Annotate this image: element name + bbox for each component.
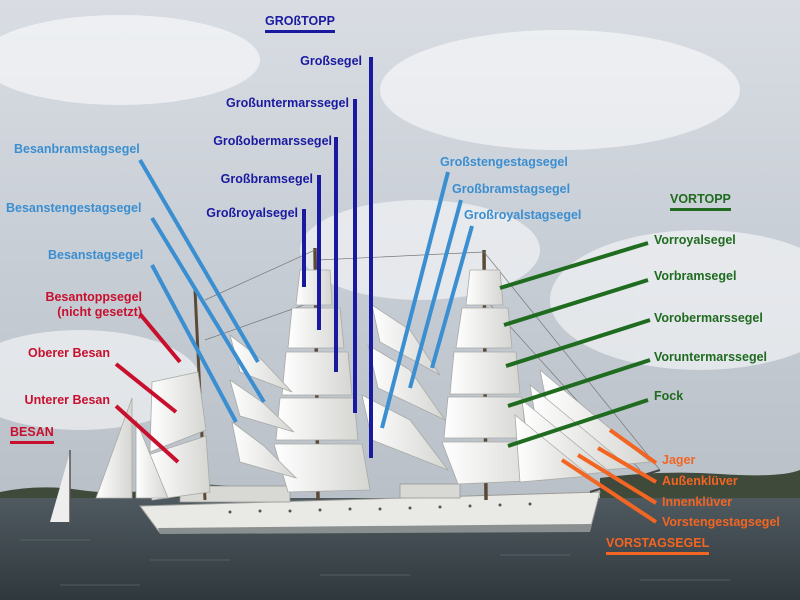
sea-waves bbox=[20, 539, 730, 586]
label-grossobermarssegel: Großobermarssegel bbox=[213, 134, 332, 148]
pointer-besanstengestagsegel bbox=[150, 216, 266, 404]
pointer-vorroyalsegel bbox=[499, 241, 649, 290]
label-grossroyalstagsegel: Großroyalstagsegel bbox=[464, 208, 582, 222]
label-aussenkluever: Außenklüver bbox=[662, 474, 738, 488]
background-sailboat bbox=[50, 450, 71, 525]
pointer-aussenkluever bbox=[596, 446, 658, 484]
label-vorstengestagsegel: Vorstengestagsegel bbox=[662, 515, 780, 529]
pointer-jager bbox=[608, 428, 658, 465]
label-grosssegel: Großsegel bbox=[300, 54, 362, 68]
pointer-fock bbox=[507, 398, 649, 448]
pointer-lines bbox=[114, 57, 658, 524]
label-unterer-besan: Unterer Besan bbox=[24, 393, 110, 407]
label-innenkluever: Innenklüver bbox=[662, 495, 733, 509]
header-besan: BESAN bbox=[10, 425, 54, 444]
label-grossuntermarssegel: Großuntermarssegel bbox=[226, 96, 349, 110]
pointer-grossroyalstagsegel bbox=[430, 225, 474, 369]
pointer-besantoppsegel bbox=[138, 312, 182, 364]
pointer-grossbramstagsegel bbox=[408, 199, 463, 389]
pointer-vorbramsegel bbox=[503, 278, 649, 327]
pointer-unterer-besan bbox=[114, 404, 180, 464]
header-grosstopp: GROßTOPP bbox=[265, 14, 335, 33]
label-besanstengestagsegel: Besanstengestagsegel bbox=[6, 201, 142, 215]
hull-waterline bbox=[158, 524, 592, 534]
label-grossroyalsegel: Großroyalsegel bbox=[206, 206, 298, 220]
pointer-vorobermarssegel bbox=[505, 318, 651, 368]
pointer-besanstagsegel bbox=[150, 264, 238, 423]
label-oberer-besan: Oberer Besan bbox=[28, 346, 110, 360]
label-vorbramsegel: Vorbramsegel bbox=[654, 269, 737, 283]
header-vortopp: VORTOPP bbox=[670, 192, 731, 211]
label-jager: Jager bbox=[662, 453, 696, 467]
pointer-innenkluever bbox=[576, 453, 658, 505]
label-nicht-gesetzt: (nicht gesetzt) bbox=[57, 305, 142, 319]
pointer-oberer-besan bbox=[114, 362, 178, 414]
label-grossbramsegel: Großbramsegel bbox=[220, 172, 313, 186]
label-besanbramstagsegel: Besanbramstagsegel bbox=[14, 142, 140, 156]
pointer-besanbramstagsegel bbox=[138, 158, 260, 364]
label-grossstengestagsegel: Großstengestagsegel bbox=[440, 155, 568, 169]
label-vorroyalsegel: Vorroyalsegel bbox=[654, 233, 736, 247]
pointer-grossstengestagsegel bbox=[380, 171, 450, 429]
label-grossbramstagsegel: Großbramstagsegel bbox=[452, 182, 571, 196]
header-vorstagsegel: VORSTAGSEGEL bbox=[606, 536, 710, 555]
portholes bbox=[228, 502, 532, 514]
pointer-voruntermarssegel bbox=[507, 358, 651, 408]
deckhouse-fore bbox=[399, 483, 461, 499]
label-besantoppsegel: Besantoppsegel bbox=[45, 290, 142, 304]
label-besanstagsegel: Besanstagsegel bbox=[48, 248, 144, 262]
label-fock: Fock bbox=[654, 389, 684, 403]
label-vorobermarssegel: Vorobermarssegel bbox=[654, 311, 763, 325]
pointer-vorstengestagsegel bbox=[560, 458, 658, 524]
label-voruntermarssegel: Voruntermarssegel bbox=[654, 350, 768, 364]
